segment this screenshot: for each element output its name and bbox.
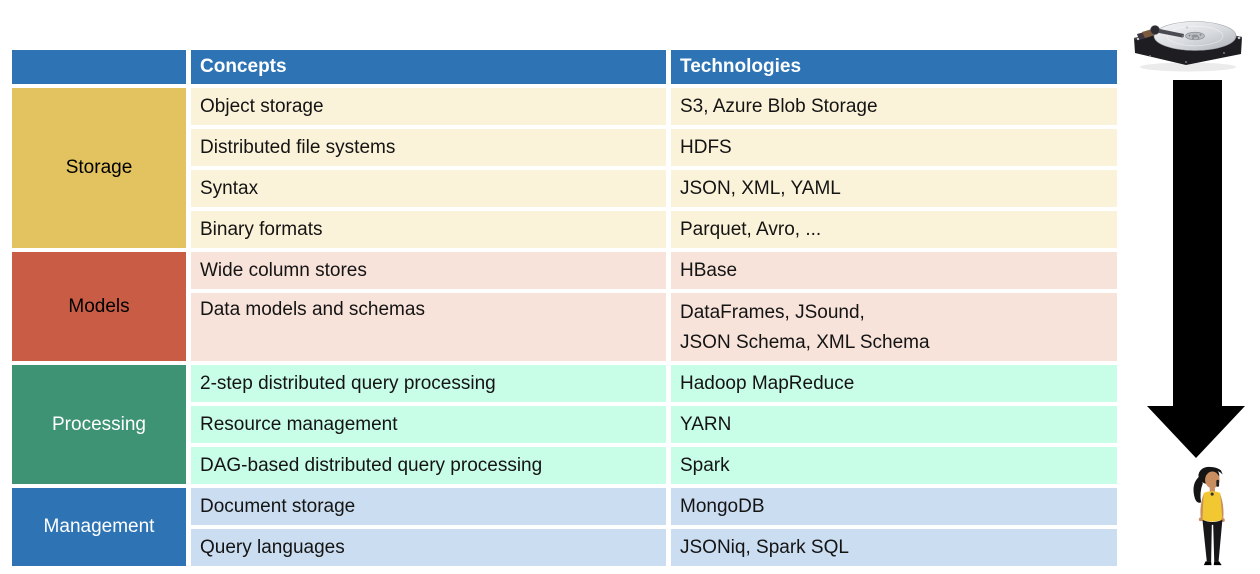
down-arrow-shape: [1147, 80, 1245, 458]
concept-cell: Wide column stores: [191, 252, 666, 289]
person-shirt: [1202, 491, 1223, 522]
concept-cell: Binary formats: [191, 211, 666, 248]
person-figure: [1193, 466, 1225, 566]
concept-cell: Query languages: [191, 529, 666, 566]
technology-cell: Hadoop MapReduce: [671, 365, 1117, 402]
column-header-concepts: Concepts: [191, 50, 666, 84]
technology-cell: MongoDB: [671, 488, 1117, 525]
technology-cell: HDFS: [671, 129, 1117, 166]
down-arrow-icon: [1147, 80, 1245, 458]
concept-cell: Resource management: [191, 406, 666, 443]
concept-cell: Syntax: [191, 170, 666, 207]
concept-cell: Object storage: [191, 88, 666, 125]
technology-cell: HBase: [671, 252, 1117, 289]
technology-cell: Spark: [671, 447, 1117, 484]
category-cell-storage: Storage: [12, 88, 186, 248]
table-corner-cell: [12, 50, 186, 84]
concept-cell: Data models and schemas: [191, 293, 666, 361]
data-flow-illustration: [1125, 0, 1260, 574]
concept-cell: DAG-based distributed query processing: [191, 447, 666, 484]
hard-drive-image: [1134, 21, 1242, 72]
technology-cell: JSONiq, Spark SQL: [671, 529, 1117, 566]
technology-cell: Parquet, Avro, ...: [671, 211, 1117, 248]
technology-cell: S3, Azure Blob Storage: [671, 88, 1117, 125]
overview-table: Concepts Technologies Storage Object sto…: [12, 50, 1117, 566]
technology-cell: JSON, XML, YAML: [671, 170, 1117, 207]
column-header-technologies: Technologies: [671, 50, 1117, 84]
concept-cell: Distributed file systems: [191, 129, 666, 166]
category-cell-processing: Processing: [12, 365, 186, 484]
technology-cell: DataFrames, JSound, JSON Schema, XML Sch…: [671, 293, 1117, 361]
category-cell-models: Models: [12, 252, 186, 361]
category-cell-management: Management: [12, 488, 186, 566]
technology-cell: YARN: [671, 406, 1117, 443]
concept-cell: Document storage: [191, 488, 666, 525]
concept-cell: 2-step distributed query processing: [191, 365, 666, 402]
